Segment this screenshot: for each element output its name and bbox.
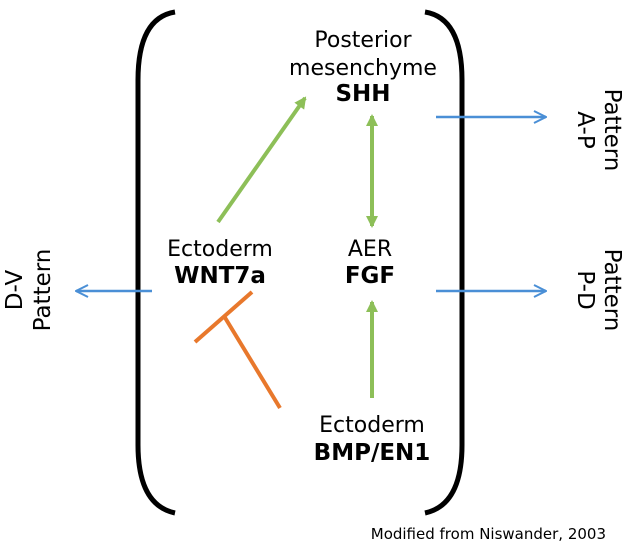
bmp-en1-gene-label: BMP/EN1	[314, 440, 431, 466]
svg-text:D-V: D-V	[2, 270, 28, 311]
citation-text: Modified from Niswander, 2003	[371, 525, 606, 543]
left-bracket	[135, 9, 176, 516]
aer-label: AER	[348, 237, 392, 262]
fgf-gene-label: FGF	[345, 263, 395, 289]
inhibition-bar	[193, 290, 254, 344]
bmp-inhibits-wnt-line	[222, 314, 282, 410]
svg-text:Pattern: Pattern	[599, 89, 623, 172]
right-bracket	[424, 9, 465, 516]
ap-pattern-label: A-P Pattern	[572, 89, 623, 172]
mesenchyme-label: mesenchyme	[289, 56, 437, 81]
svg-text:Pattern: Pattern	[599, 249, 623, 332]
ectoderm-bmp-label: Ectoderm	[319, 413, 425, 438]
dv-pattern-label: D-V Pattern	[2, 249, 56, 332]
pd-pattern-label: P-D Pattern	[572, 249, 623, 332]
posterior-label: Posterior	[314, 28, 412, 53]
shh-gene-label: SHH	[335, 81, 390, 107]
ectoderm-wnt-label: Ectoderm	[167, 237, 273, 262]
svg-text:P-D: P-D	[572, 270, 598, 309]
svg-text:Pattern: Pattern	[30, 249, 56, 332]
wnt-to-shh-arrow	[216, 96, 307, 224]
wnt7a-gene-label: WNT7a	[174, 263, 266, 289]
svg-text:A-P: A-P	[572, 111, 598, 149]
